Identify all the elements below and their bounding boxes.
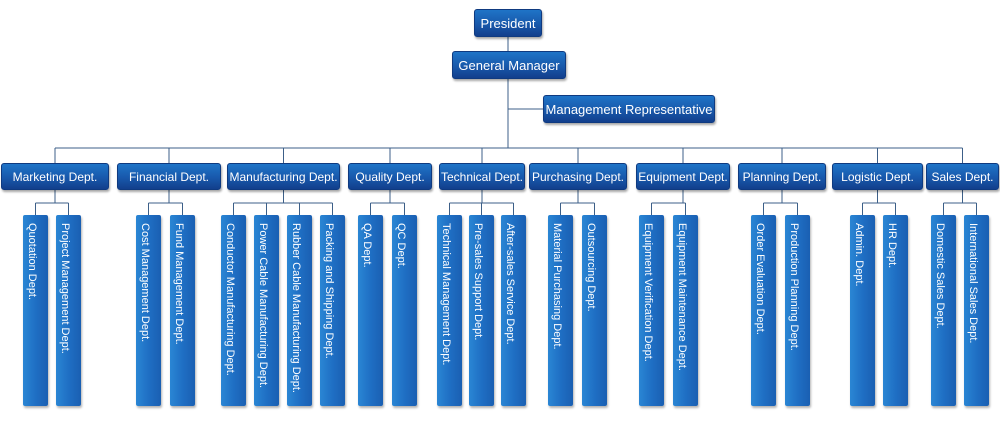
sub-dept-label: Domestic Sales Dept.	[934, 223, 946, 329]
sub-dept-box: Equipment Maintenance Dept.	[673, 215, 698, 406]
sub-dept-label: Power Cable Manufacturing Dept.	[257, 223, 269, 389]
dept-box: Financial Dept.	[117, 163, 221, 190]
management-representative-box: Management Representative	[543, 95, 715, 123]
sub-dept-label: International Sales Dept.	[967, 223, 979, 344]
sub-dept-label: Pre-sales Support Dept.	[472, 223, 484, 341]
sub-dept-label: Order Evaluation Dept.	[754, 223, 766, 335]
sub-dept-box: Admin. Dept.	[850, 215, 875, 406]
sub-dept-box: Quotation Dept.	[23, 215, 48, 406]
sub-dept-box: Packing and Shipping Dept.	[320, 215, 345, 406]
general-manager-box: General Manager	[452, 51, 566, 79]
sub-dept-label: QA Dept.	[361, 223, 373, 268]
sub-dept-label: Fund Management Dept.	[173, 223, 185, 345]
sub-dept-box: International Sales Dept.	[964, 215, 989, 406]
sub-dept-box: Technical Management Dept.	[437, 215, 462, 406]
dept-box: Quality Dept.	[348, 163, 432, 190]
sub-dept-label: Outsourcing Dept.	[585, 223, 597, 312]
sub-dept-box: Pre-sales Support Dept.	[469, 215, 494, 406]
sub-dept-box: Power Cable Manufacturing Dept.	[254, 215, 279, 406]
dept-box: Manufacturing Dept.	[227, 163, 340, 190]
sub-dept-label: Equipment Verification Dept.	[642, 223, 654, 362]
sub-dept-label: Cost Management Dept.	[139, 223, 151, 343]
sub-dept-box: HR Dept.	[883, 215, 908, 406]
sub-dept-label: Admin. Dept.	[853, 223, 865, 287]
sub-dept-box: Equipment Verification Dept.	[639, 215, 664, 406]
dept-box: Logistic Dept.	[832, 163, 923, 190]
dept-box: Sales Dept.	[926, 163, 999, 190]
sub-dept-box: QA Dept.	[358, 215, 383, 406]
sub-dept-box: QC Dept.	[392, 215, 417, 406]
sub-dept-box: Order Evaluation Dept.	[751, 215, 776, 406]
sub-dept-box: Outsourcing Dept.	[582, 215, 607, 406]
sub-dept-box: Rubber Cable Manufacturing Dept.	[287, 215, 312, 406]
sub-dept-box: Project Management Dept.	[56, 215, 81, 406]
dept-box: Marketing Dept.	[1, 163, 109, 190]
dept-box: Planning Dept.	[738, 163, 826, 190]
sub-dept-box: Fund Management Dept.	[170, 215, 195, 406]
dept-box: Purchasing Dept.	[529, 163, 627, 190]
dept-box: Equipment Dept.	[636, 163, 730, 190]
sub-dept-label: Technical Management Dept.	[440, 223, 452, 366]
sub-dept-label: Equipment Maintenance Dept.	[676, 223, 688, 371]
sub-dept-label: After-sales Service Dept.	[504, 223, 516, 345]
sub-dept-label: QC Dept.	[395, 223, 407, 269]
president-box: President	[474, 9, 542, 37]
sub-dept-label: Production Planning Dept.	[788, 223, 800, 351]
dept-box: Technical Dept.	[439, 163, 525, 190]
sub-dept-label: Rubber Cable Manufacturing Dept.	[290, 223, 302, 393]
sub-dept-label: Project Management Dept.	[59, 223, 71, 354]
sub-dept-label: HR Dept.	[886, 223, 898, 269]
sub-dept-box: Conductor Manufacturing Dept.	[221, 215, 246, 406]
sub-dept-label: Packing and Shipping Dept.	[323, 223, 335, 359]
sub-dept-box: Material Purchasing Dept.	[548, 215, 573, 406]
sub-dept-box: After-sales Service Dept.	[501, 215, 526, 406]
sub-dept-label: Conductor Manufacturing Dept.	[224, 223, 236, 376]
sub-dept-label: Quotation Dept.	[26, 223, 38, 301]
sub-dept-box: Production Planning Dept.	[785, 215, 810, 406]
sub-dept-box: Cost Management Dept.	[136, 215, 161, 406]
sub-dept-box: Domestic Sales Dept.	[931, 215, 956, 406]
sub-dept-label: Material Purchasing Dept.	[551, 223, 563, 350]
